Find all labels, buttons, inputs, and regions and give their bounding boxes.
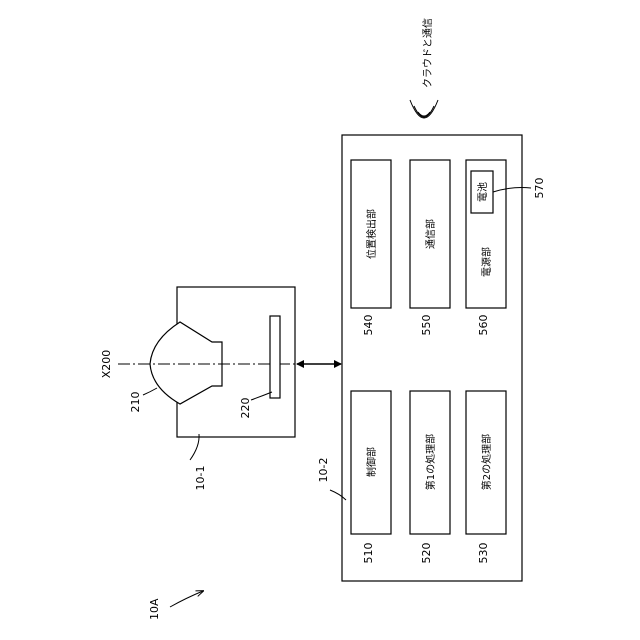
figure-label: 10A xyxy=(148,598,161,620)
unit-10-2: 制御部 510 第1の処理部 520 第2の処理部 530 位置検出部 540 … xyxy=(330,135,546,581)
block-540-label: 位置検出部 xyxy=(365,209,378,259)
unit-10-2-ref: 10-2 xyxy=(317,458,330,483)
axis-label-x200: X200 xyxy=(100,350,113,379)
unit-10-1-ref: 10-1 xyxy=(194,466,207,491)
block-560-label: 電源部 xyxy=(480,247,493,277)
battery-ref-570: 570 xyxy=(533,178,546,199)
block-510-ref: 510 xyxy=(362,543,375,564)
battery-label: 電池 xyxy=(476,182,489,202)
block-520-ref: 520 xyxy=(420,543,433,564)
block-530-ref: 530 xyxy=(477,543,490,564)
block-550-label: 通信部 xyxy=(424,219,437,249)
block-520-label: 第1の処理部 xyxy=(424,434,437,490)
sensor-ref-220: 220 xyxy=(239,398,252,419)
block-510-label: 制御部 xyxy=(365,447,378,477)
unit-10-1 xyxy=(118,287,298,460)
unit-10-1-leader xyxy=(190,434,199,460)
figure-label-pointer xyxy=(170,591,203,607)
block-550-ref: 550 xyxy=(420,315,433,336)
lens-ref-210: 210 xyxy=(129,392,142,413)
lens-leader xyxy=(143,388,157,395)
block-540-ref: 540 xyxy=(362,315,375,336)
block-530-label: 第2の処理部 xyxy=(480,434,493,490)
block-560-ref: 560 xyxy=(477,315,490,336)
wireless-signal-icon xyxy=(410,100,438,118)
sensor-220 xyxy=(270,316,280,398)
cloud-communication-label: クラウドと通信 xyxy=(422,18,434,88)
